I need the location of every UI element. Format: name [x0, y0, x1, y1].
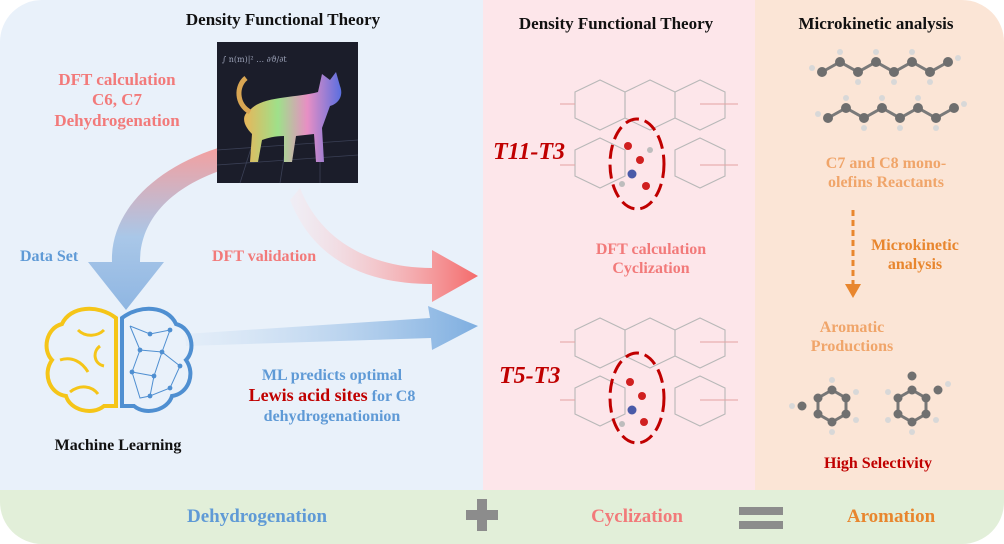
aromatic-molecule-2	[885, 371, 951, 435]
ml-predicts-line-3: dehydrogenationion	[263, 407, 401, 425]
ml-predicts-line-1: ML predicts optimal	[261, 367, 403, 384]
reactant-molecule-c7	[809, 49, 961, 85]
cyclization-calc-line-2: Cyclization	[612, 260, 690, 278]
high-selectivity-label: High Selectivity	[824, 455, 932, 472]
reactants-line-1: C7 and C8 mono-	[825, 155, 947, 172]
active-site-ring-t11-t3	[608, 117, 666, 211]
reactants-label: C7 and C8 mono- olefins Reactants	[826, 154, 946, 192]
ml-predicts-label: ML predicts optimal Lewis acid sites for…	[249, 366, 416, 426]
svg-text:∫ n(m)|² … ∂ϑ/∂t: ∫ n(m)|² … ∂ϑ/∂t	[222, 55, 287, 64]
data-set-arrow	[88, 148, 222, 310]
dft-validation-label: DFT validation	[212, 248, 317, 265]
dft-calc-line-2: C6, C7	[91, 90, 143, 110]
data-set-label: Data Set	[20, 248, 79, 265]
zeolite-framework-t5-t3	[560, 317, 738, 427]
site-label-t5-t3: T5-T3	[499, 363, 561, 389]
cyclization-calc-line-1: DFT calculation	[595, 241, 707, 258]
microkinetic-arrow	[845, 210, 861, 298]
dft-calc-line-3: Dehydrogenation	[54, 110, 180, 130]
microkinetic-line-1: Microkinetic	[871, 237, 959, 254]
microkinetic-line-2: analysis	[887, 256, 943, 274]
cat-rendering-image: ∫ n(m)|² … ∂ϑ/∂t	[216, 42, 359, 184]
dehydrogenation-label: Dehydrogenation	[186, 506, 328, 527]
adsorbate-t11-t3	[619, 142, 653, 190]
right-panel-title: Microkinetic analysis	[798, 14, 954, 33]
site-label-t11-t3: T11-T3	[493, 139, 565, 165]
plus-sign	[466, 499, 498, 531]
cyclization-calc-label: DFT calculation Cyclization	[596, 240, 706, 278]
aromation-label: Aromation	[846, 506, 936, 527]
panel-microkinetic	[755, 0, 1004, 490]
dft-calc-label: DFT calculation C6, C7 Dehydrogenation	[54, 70, 179, 131]
cyclization-label: Cyclization	[591, 506, 683, 527]
equals-sign	[739, 507, 783, 529]
summary-band	[0, 490, 1004, 544]
adsorbate-t5-t3	[619, 378, 648, 427]
zeolite-framework-t11-t3	[560, 79, 738, 189]
ml-predicts-for-c8: for C8	[367, 388, 416, 406]
middle-panel-title: Density Functional Theory	[518, 14, 714, 33]
ml-prediction-arrow	[185, 306, 478, 350]
aromatic-line-2: Productions	[810, 338, 894, 356]
left-panel-title: Density Functional Theory	[185, 10, 381, 29]
reactants-line-2: olefins Reactants	[828, 174, 944, 192]
machine-learning-caption: Machine Learning	[54, 437, 182, 454]
brain-icon	[44, 306, 194, 413]
lewis-acid-sites-text: Lewis acid sites	[248, 385, 368, 406]
dft-calc-line-1: DFT calculation	[58, 70, 176, 89]
panel-dft-cyclization	[483, 0, 755, 490]
reactant-molecule-c8	[815, 95, 967, 131]
aromatic-line-1: Aromatic	[819, 319, 885, 336]
dft-validation-arrow	[290, 188, 478, 302]
aromatic-molecule-1	[789, 377, 859, 435]
aromatic-productions-label: Aromatic Productions	[811, 318, 893, 356]
microkinetic-label: Microkinetic analysis	[871, 236, 959, 274]
active-site-ring-t5-t3	[608, 351, 666, 445]
